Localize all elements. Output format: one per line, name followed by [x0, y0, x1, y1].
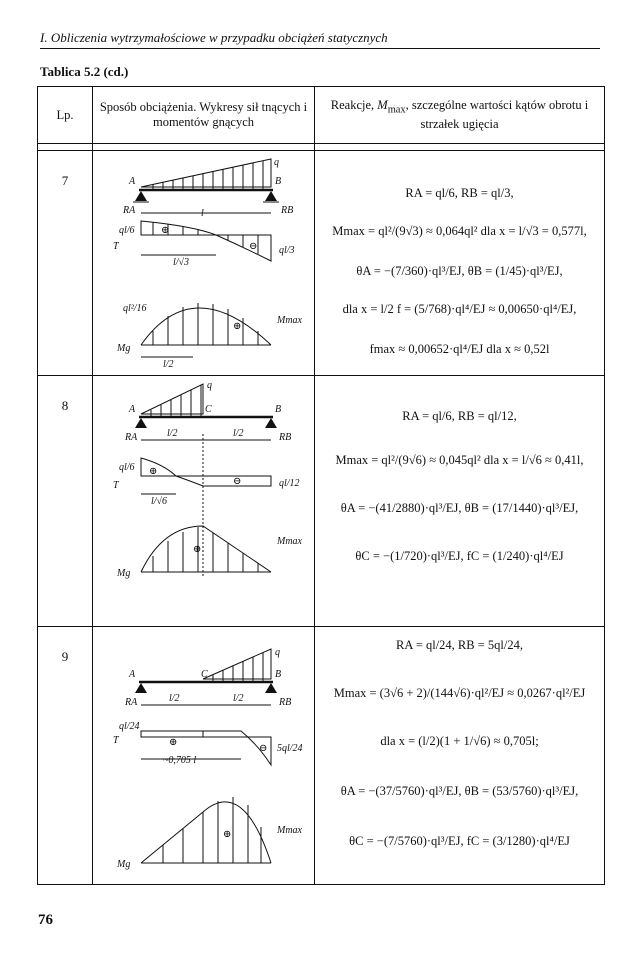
formula-line: RA = ql/6, RB = ql/12, [402, 409, 517, 423]
formula-line: θC = −(7/5760)·ql³/EJ, fC = (3/1280)·ql⁴… [349, 834, 570, 848]
col-method: Sposób obciążenia. Wykresy sił tnących i… [92, 86, 315, 144]
label-r8-l-sqrt6: l/√6 [151, 496, 167, 507]
label-B: B [275, 176, 281, 187]
label-RB: RB [280, 205, 293, 216]
label-r7-ql2-16: ql²/16 [123, 303, 147, 314]
formula-line: Mmax = ql²/(9√3) ≈ 0,064ql² dla x = l/√3… [332, 224, 587, 238]
beam-diagram-9: q A C B RA RB l/2 l/2 ⊕ ⊖ ql/24 T 5ql/24… [92, 626, 315, 885]
label-Mg: Mg [116, 343, 130, 354]
label-B: B [275, 669, 281, 680]
formula-line: Mmax = ql²/(9√6) ≈ 0,045ql² dla x = l/√6… [335, 453, 584, 467]
table-title: Tablica 5.2 (cd.) [40, 64, 129, 79]
label-r7-l2: l/2 [163, 359, 174, 370]
label-r7-l-sqrt3: l/√3 [173, 257, 189, 268]
label-plus-m: ⊕ [193, 544, 201, 555]
page-number: 76 [38, 912, 53, 928]
label-RB: RB [278, 697, 291, 708]
label-Mmax: Mmax [276, 315, 303, 326]
label-A: A [128, 176, 136, 187]
label-q: q [207, 380, 212, 391]
label-Mmax: Mmax [276, 825, 303, 836]
row-number: 7 [37, 150, 93, 376]
label-B: B [275, 404, 281, 415]
formula-line: dla x = l/2 f = (5/768)·ql⁴/EJ ≈ 0,00650… [342, 302, 577, 316]
row-number: 8 [37, 375, 93, 627]
table-row: 8 q A C B RA RB l/2 l/2 ⊕ ⊖ [37, 375, 605, 627]
formula-line: fmax ≈ 0,00652·ql⁴/EJ dla x ≈ 0,52l [369, 342, 550, 356]
label-RB: RB [278, 432, 291, 443]
label-T: T [113, 241, 120, 252]
col-lp: Lp. [37, 86, 93, 144]
label-l2b: l/2 [233, 693, 244, 704]
label-plus: ⊕ [161, 225, 169, 236]
formula-line: Mmax = (3√6 + 2)/(144√6)·ql²/EJ ≈ 0,0267… [333, 686, 586, 700]
label-RA: RA [122, 205, 136, 216]
formulas-7: RA = ql/6, RB = ql/3, Mmax = ql²/(9√3) ≈… [314, 150, 605, 376]
label-q: q [274, 157, 279, 168]
label-l2a: l/2 [169, 693, 180, 704]
beam-diagram-8: q A C B RA RB l/2 l/2 ⊕ ⊖ ql/6 T ql/12 l… [92, 375, 315, 627]
label-r7-ql3: ql/3 [279, 245, 295, 256]
label-minus: ⊖ [259, 743, 267, 754]
load-cases-table: Lp. Sposób obciążenia. Wykresy sił tnący… [37, 86, 605, 885]
label-minus: ⊖ [249, 241, 257, 252]
formulas-9: RA = ql/24, RB = 5ql/24, Mmax = (3√6 + 2… [314, 626, 605, 885]
label-r8-ql12: ql/12 [279, 478, 300, 489]
formula-line: θA = −(37/5760)·ql³/EJ, θB = (53/5760)·q… [340, 784, 579, 798]
label-q: q [275, 647, 280, 658]
label-l: l [201, 208, 204, 219]
label-A: A [128, 669, 136, 680]
diagram-8-svg: q A C B RA RB l/2 l/2 ⊕ ⊖ ql/6 T ql/12 l… [113, 380, 303, 579]
formula-line: θC = −(1/720)·ql³/EJ, fC = (1/240)·ql⁴/E… [355, 549, 564, 563]
col-reactions: Reakcje, Mmax, szczególne wartości kątów… [314, 86, 605, 144]
label-plus-m: ⊕ [223, 829, 231, 840]
label-C: C [201, 669, 208, 680]
label-T: T [113, 735, 120, 746]
formula-line: θA = −(41/2880)·ql³/EJ, θB = (17/1440)·q… [340, 501, 579, 515]
label-plus: ⊕ [169, 737, 177, 748]
label-plus-m: ⊕ [233, 321, 241, 332]
label-Mg: Mg [116, 568, 130, 579]
label-plus: ⊕ [149, 466, 157, 477]
label-RA: RA [124, 432, 138, 443]
label-A: A [128, 404, 136, 415]
formula-line: RA = ql/24, RB = 5ql/24, [396, 638, 523, 652]
table-row: 9 q A C B RA RB l/2 l/2 ⊕ ⊖ [37, 626, 605, 885]
label-r9-5ql24: 5ql/24 [277, 743, 303, 754]
label-Mg: Mg [116, 859, 130, 870]
label-r8-ql6: ql/6 [119, 462, 135, 473]
formulas-8: RA = ql/6, RB = ql/12, Mmax = ql²/(9√6) … [314, 375, 605, 627]
label-r9-0705: ~0,705 l [163, 755, 196, 766]
formula-line: RA = ql/6, RB = ql/3, [405, 186, 514, 200]
formula-line: dla x = (l/2)(1 + 1/√6) ≈ 0,705l; [380, 734, 539, 748]
formula-line: θA = −(7/360)·ql³/EJ, θB = (1/45)·ql³/EJ… [356, 264, 563, 278]
label-r9-ql24: ql/24 [119, 721, 140, 732]
label-RA: RA [124, 697, 138, 708]
diagram-9-svg: q A C B RA RB l/2 l/2 ⊕ ⊖ ql/24 T 5ql/24… [113, 647, 303, 870]
table-header-row: Lp. Sposób obciążenia. Wykresy sił tnący… [37, 86, 605, 144]
running-header: I. Obliczenia wytrzymałościowe w przypad… [40, 30, 600, 49]
label-T: T [113, 480, 120, 491]
beam-diagram-7: q A B RA RB l ⊕ ⊖ ql/6 T ql/3 l/√3 [92, 150, 315, 376]
diagram-7-svg: q A B RA RB l ⊕ ⊖ ql/6 T ql/3 l/√3 [113, 157, 303, 370]
row-number: 9 [37, 626, 93, 885]
label-C: C [205, 404, 212, 415]
label-r7-ql6: ql/6 [119, 225, 135, 236]
label-l2a: l/2 [167, 428, 178, 439]
label-l2b: l/2 [233, 428, 244, 439]
label-Mmax: Mmax [276, 536, 303, 547]
table-row: 7 q A B RA RB l [37, 150, 605, 376]
label-minus: ⊖ [233, 476, 241, 487]
